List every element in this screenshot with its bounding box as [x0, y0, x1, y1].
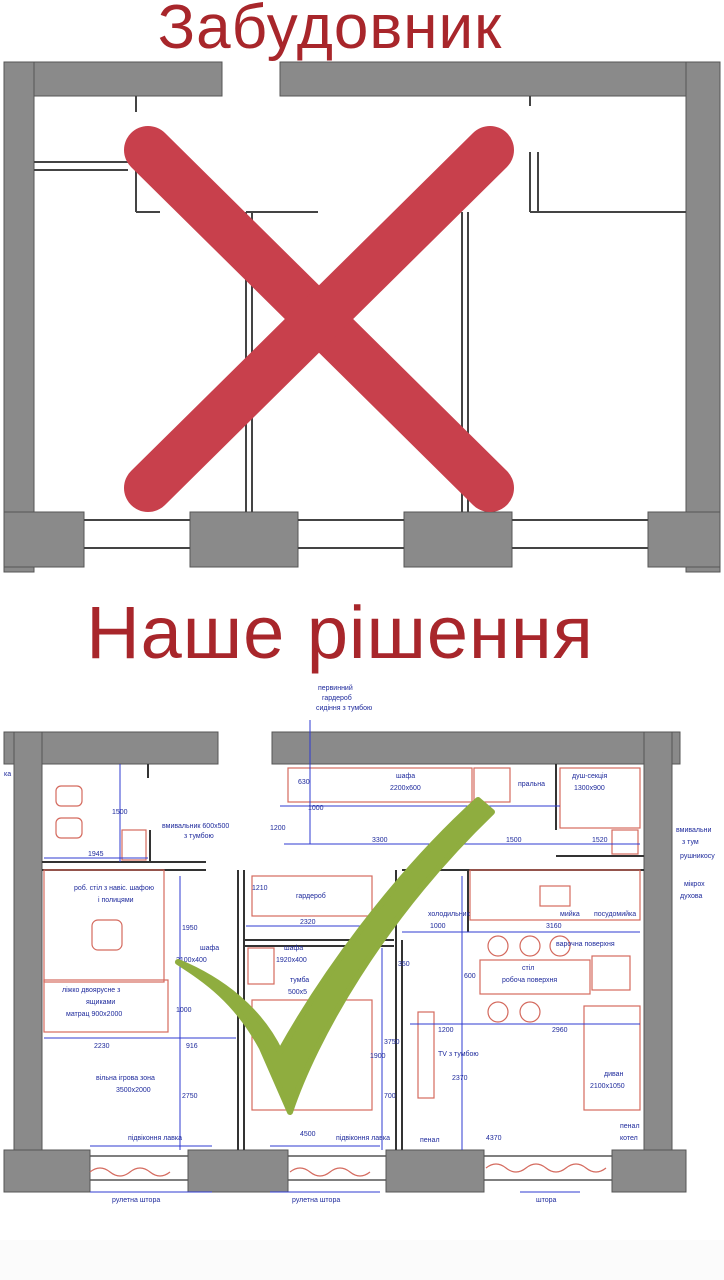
dim-1500-a: 1500: [112, 809, 128, 816]
label-table-2: робоча поверхня: [502, 976, 557, 984]
label-towel: рушникосу: [680, 853, 715, 860]
wall-left: [3, 61, 35, 573]
check-mark: [175, 797, 495, 1115]
label-sink-1: вмивальник 600x500: [162, 823, 229, 830]
label-cooktop: варочна поверхня: [556, 941, 615, 948]
dim-1520: 1520: [592, 837, 608, 844]
label-desk-1: роб. стіл з навіс. шафою: [74, 884, 154, 892]
label-wardrobe-primary-2: гардероб: [322, 694, 352, 702]
dim-3300: 3300: [372, 837, 388, 844]
dim-1000-b: 1000: [430, 923, 446, 930]
label-wardrobe-main-2: 2200x600: [390, 785, 421, 792]
label-sill-2: підвіконня лавка: [336, 1134, 390, 1142]
developer-floor-plan: [3, 61, 721, 573]
proposed-floor-plan: первинний гардероб сидіння з тумбою шафа…: [3, 684, 715, 1204]
label-wardrobe-primary-1: первинний: [318, 684, 353, 692]
label-kitchen-sink: мийка: [560, 910, 580, 918]
label-bunk-3: матрац 900x2000: [66, 1011, 122, 1018]
label-cabinet-1: шафа: [200, 945, 219, 952]
label-pencil-2: пенал: [620, 1123, 640, 1130]
dim-1210: 1210: [252, 885, 268, 892]
dim-3160: 3160: [546, 923, 562, 930]
label-desk-2: і полицями: [98, 896, 134, 904]
label-micro-2: духова: [680, 893, 703, 900]
dim-4370: 4370: [486, 1135, 502, 1142]
dim-1900: 1900: [370, 1053, 386, 1060]
label-pencil-3: котел: [620, 1135, 638, 1142]
label-bunk-2: ящиками: [86, 999, 115, 1006]
dim-4500: 4500: [300, 1131, 316, 1138]
label-shower-1: душ-секція: [572, 772, 608, 780]
dim-1945: 1945: [88, 851, 104, 858]
label-bunk-1: ліжко двоярусне з: [62, 986, 120, 994]
dim-2320: 2320: [300, 919, 316, 926]
label-sofa-1: диван: [604, 1071, 624, 1078]
label-bedside-1: тумба: [290, 976, 309, 984]
dim-1000-c: 1000: [176, 1007, 192, 1014]
dim-1000: 1000: [308, 805, 324, 812]
dim-2370: 2370: [452, 1075, 468, 1082]
dim-2230: 2230: [94, 1043, 110, 1050]
dim-2960: 2960: [552, 1027, 568, 1034]
label-cabinet-4: 1920x400: [276, 957, 307, 964]
dim-600: 600: [464, 973, 476, 980]
dim-916: 916: [186, 1043, 198, 1050]
bottom-blank-strip: [0, 1240, 724, 1280]
dim-700: 700: [384, 1093, 396, 1100]
label-blind-2: рулетна штора: [292, 1197, 340, 1204]
label-wardrobe-primary-3: сидіння з тумбою: [316, 704, 372, 712]
label-pencil-1: пенал: [420, 1137, 440, 1144]
label-shower-2: 1300x900: [574, 785, 605, 792]
label-bedside-2: 500x5: [288, 989, 307, 996]
cross-mark: [124, 126, 514, 512]
solution-heading: Наше рішення: [86, 591, 594, 674]
dim-350: 350: [398, 961, 410, 968]
label-laundry: пральна: [518, 781, 545, 788]
label-cabinet-3: шафа: [284, 945, 303, 952]
label-sink-2: з тумбою: [184, 832, 214, 840]
label-play-1: вільна ігрова зона: [96, 1074, 155, 1082]
dim-2750: 2750: [182, 1093, 198, 1100]
dim-3750: 3750: [384, 1039, 400, 1046]
label-play-2: 3500x2000: [116, 1087, 151, 1094]
developer-heading: Забудовник: [157, 0, 503, 62]
wall-bottom-col-1: [3, 511, 85, 568]
wall-top-left: [3, 61, 223, 97]
dim-1500-b: 1500: [506, 837, 522, 844]
wall-bottom-col-4: [647, 511, 721, 568]
label-ka: ка: [4, 771, 11, 778]
dim-1200-b: 1200: [438, 1027, 454, 1034]
label-tv: TV з тумбою: [438, 1050, 479, 1058]
label-sofa-2: 2100x1050: [590, 1083, 625, 1090]
label-fridge: холодильник: [428, 911, 471, 918]
label-table-1: стіл: [522, 964, 534, 972]
wall-bottom-col-3: [403, 511, 513, 568]
label-sill-1: підвіконня лавка: [128, 1134, 182, 1142]
wall-top-right: [279, 61, 721, 97]
label-dishwasher: посудомийка: [594, 910, 636, 918]
label-basin-right-1: вмивальни: [676, 827, 711, 834]
label-wardrobe-main-1: шафа: [396, 773, 415, 780]
dim-1950: 1950: [182, 925, 198, 932]
label-blind-1: рулетна штора: [112, 1197, 160, 1204]
dim-1200-a: 1200: [270, 825, 286, 832]
label-curtain: штора: [536, 1197, 557, 1204]
label-micro-1: мікрох: [684, 880, 705, 888]
label-closet: гардероб: [296, 892, 326, 900]
label-cabinet-2: 2100x400: [176, 957, 207, 964]
wall-right: [685, 61, 721, 573]
wall-bottom-col-2: [189, 511, 299, 568]
dim-630: 630: [298, 779, 310, 786]
label-basin-right-2: з тум: [682, 839, 699, 846]
